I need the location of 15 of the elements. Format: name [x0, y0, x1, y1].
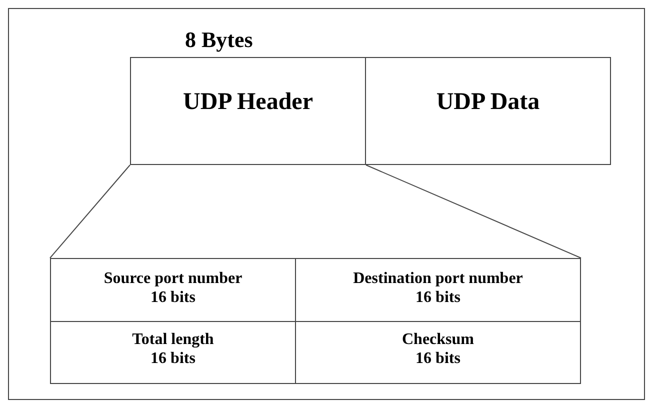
field-size: 16 bits [416, 349, 460, 368]
field-name: Source port number [104, 269, 242, 288]
field-name: Destination port number [353, 269, 523, 288]
field-size: 16 bits [150, 349, 196, 368]
size-label: 8 Bytes [185, 27, 253, 53]
field-name: UDP Header [183, 88, 313, 117]
header-box [365, 57, 611, 165]
frame-box [8, 8, 645, 400]
field-name: Checksum [402, 330, 474, 350]
expansion-line [366, 164, 582, 258]
expansion-line [50, 164, 130, 258]
field-name: Total length [132, 330, 214, 350]
field-name: UDP Data [436, 88, 540, 117]
field-size: 16 bits [150, 288, 196, 308]
field-size: 16 bits [416, 288, 460, 308]
